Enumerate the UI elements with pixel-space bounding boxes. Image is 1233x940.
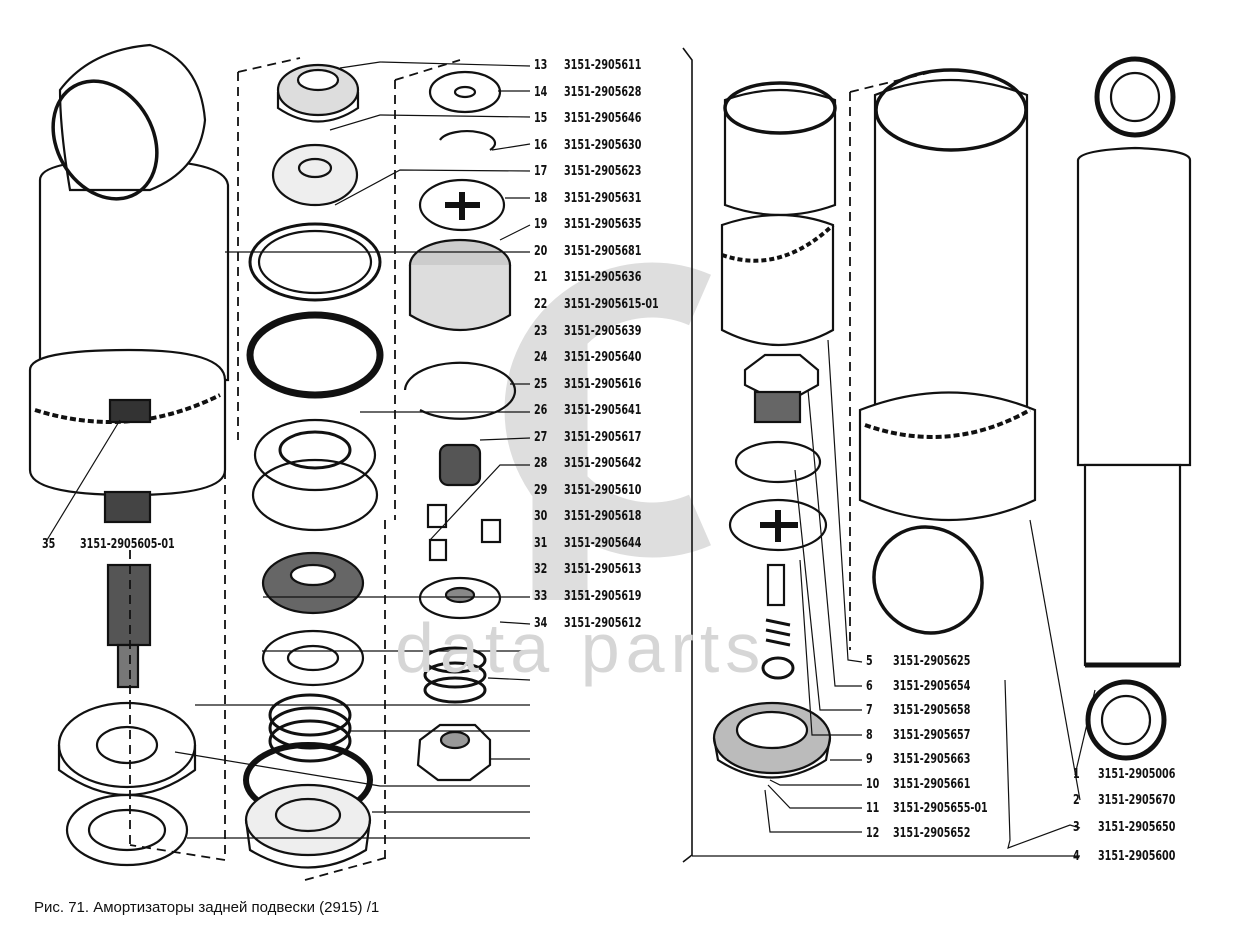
callout-number-11: 11 [866,801,880,816]
callout-number-8: 8 [866,727,873,743]
callout-number-28: 28 [534,456,548,472]
callout-code-24: 3151-2905640 [564,350,642,366]
callout-code-22: 3151-2905615-01 [564,296,659,312]
callout-number-6: 6 [866,678,873,694]
callout-number-4: 4 [1073,849,1080,864]
leader-lines-right [764,339,1096,849]
outer-cylinder-part [858,68,1037,635]
callout-code-23: 3151-2905639 [564,323,642,339]
callout-number-34: 34 [534,615,548,631]
base-mount-part [57,701,197,867]
callout-number-12: 12 [866,825,880,841]
callout-code-25: 3151-2905616 [564,376,642,392]
callout-number-24: 24 [534,350,548,366]
callout-code-10: 3151-2905661 [893,776,971,792]
complete-shock-part [1076,56,1192,761]
callout-number-1: 1 [1073,767,1080,782]
callout-number-13: 13 [534,58,548,73]
callout-code-12: 3151-2905652 [893,825,971,841]
callout-number-33: 33 [534,589,548,604]
callout-code-32: 3151-2905613 [564,562,642,578]
callout-number-30: 30 [534,509,548,525]
callout-code-13: 3151-2905611 [564,58,642,73]
callout-number-26: 26 [534,403,548,419]
watermark-text: data parts [395,609,767,687]
callout-number-29: 29 [534,482,548,498]
dashed-frame [129,57,941,881]
callout-code-26: 3151-2905641 [564,403,642,419]
callout-code-29: 3151-2905610 [564,482,642,498]
callout-number-17: 17 [534,164,548,180]
callout-number-32: 32 [534,562,548,578]
callout-code-2: 3151-2905670 [1098,793,1176,808]
callout-number-5: 5 [866,654,873,669]
threaded-rod-part [106,563,152,689]
section-divider [682,47,693,863]
callout-number-21: 21 [534,270,548,286]
callout-number-35: 35 [42,537,56,552]
callout-code-21: 3151-2905636 [564,270,642,286]
callout-code-33: 3151-2905619 [564,589,642,604]
callout-code-3: 3151-2905650 [1098,820,1176,835]
callout-number-3: 3 [1073,820,1080,835]
callout-code-20: 3151-2905681 [564,243,642,259]
callout-code-11: 3151-2905655-01 [893,801,988,816]
callout-code-19: 3151-2905635 [564,217,642,233]
callout-code-1: 3151-2905006 [1098,767,1176,782]
callout-code-30: 3151-2905618 [564,509,642,525]
callout-code-18: 3151-2905631 [564,190,642,206]
callout-number-9: 9 [866,752,873,767]
callout-code-27: 3151-2905617 [564,429,642,445]
callout-code-7: 3151-2905658 [893,703,971,718]
callout-code-34: 3151-2905612 [564,615,642,631]
callout-code-14: 3151-2905628 [564,84,642,100]
leader-lines-left [46,61,531,839]
callout-code-17: 3151-2905623 [564,164,642,180]
callout-code-6: 3151-2905654 [893,678,971,694]
callout-number-14: 14 [534,84,548,100]
callout-number-18: 18 [534,190,548,206]
callout-number-10: 10 [866,776,880,792]
callout-code-5: 3151-2905625 [893,654,971,669]
callout-code-31: 3151-2905644 [564,535,642,551]
callout-number-23: 23 [534,323,548,339]
callout-code-8: 3151-2905657 [893,727,971,743]
callout-number-20: 20 [534,243,548,259]
callout-number-16: 16 [534,137,548,153]
callout-number-19: 19 [534,217,548,233]
callout-number-25: 25 [534,376,548,392]
callout-number-31: 31 [534,535,548,551]
callout-number-2: 2 [1073,793,1080,808]
figure-caption: Рис. 71. Амортизаторы задней подвески (2… [34,899,380,916]
callout-code-4: 3151-2905600 [1098,849,1176,864]
callout-code-28: 3151-2905642 [564,456,642,472]
watermark-logo [504,262,711,600]
callout-number-27: 27 [534,429,548,445]
callout-code-15: 3151-2905646 [564,111,642,127]
drawing-lines [28,43,1192,881]
central-parts-stack [243,63,384,869]
callout-number-7: 7 [866,703,873,718]
callout-number-22: 22 [534,296,548,312]
dust-cover-part [28,43,230,524]
callout-number-15: 15 [534,111,548,127]
callout-code-35: 3151-2905605-01 [80,537,175,552]
callout-code-9: 3151-2905663 [893,752,971,767]
callout-code-16: 3151-2905630 [564,137,642,153]
mid-assembly-parts [712,81,837,779]
